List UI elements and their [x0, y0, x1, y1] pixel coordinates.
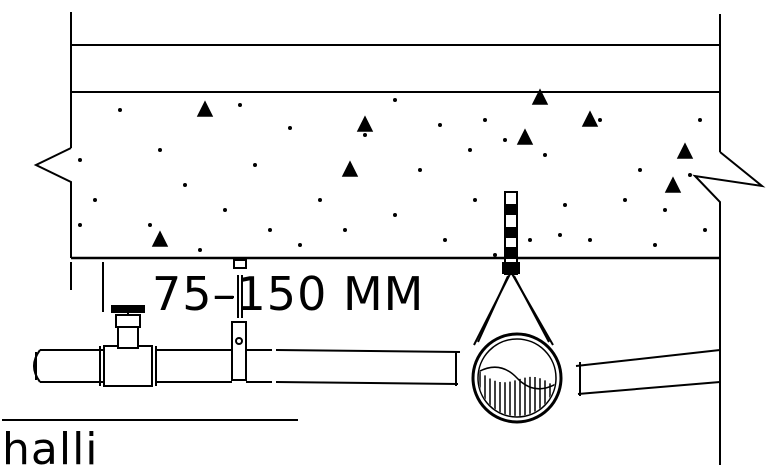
pipe-cross-section	[471, 332, 563, 424]
concrete-aggregate-texture	[78, 88, 707, 257]
loop-hanger	[473, 271, 554, 346]
dimension-label: 75–150 MM	[152, 267, 424, 321]
main-pipe	[275, 349, 721, 396]
pipe-clamp-hanger	[231, 321, 247, 381]
floor-label: halli	[2, 424, 99, 468]
dimension-marker	[102, 259, 247, 318]
gate-valve-icon	[111, 305, 145, 349]
threaded-rod	[502, 191, 520, 275]
wall-lines	[70, 12, 721, 465]
left-pipe	[33, 345, 272, 387]
ceiling-slab	[33, 44, 766, 260]
